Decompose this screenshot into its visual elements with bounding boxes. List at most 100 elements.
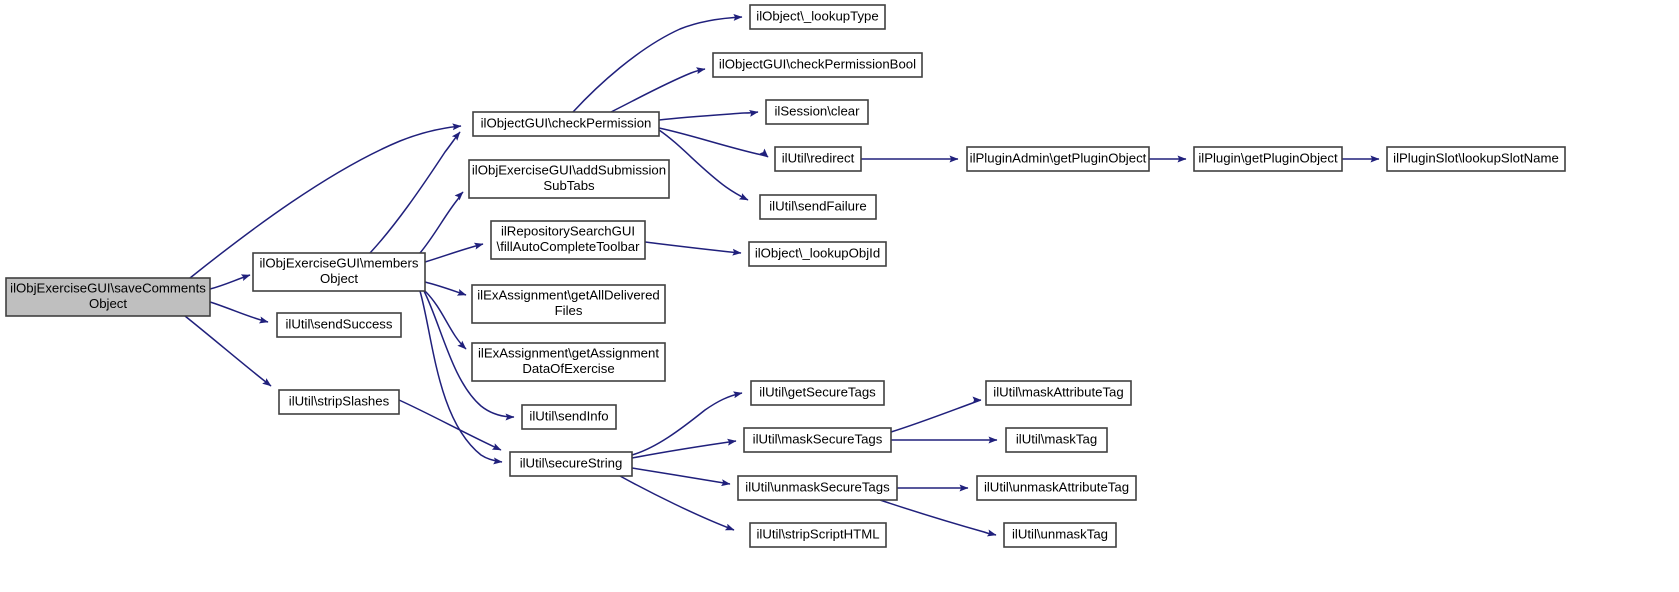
graph-node-ilutil-stripslashes[interactable]: ilUtil\stripSlashes (278, 389, 400, 415)
call-edge-n4-to-n15 (658, 129, 749, 201)
graph-node-ilobject-_lookuptype[interactable]: ilObject\_lookupType (749, 4, 886, 30)
node-box[interactable] (759, 194, 877, 220)
node-box[interactable] (1386, 146, 1566, 172)
node-box[interactable] (774, 146, 862, 172)
node-box[interactable] (765, 99, 869, 125)
node-box[interactable] (743, 427, 892, 453)
node-label-line: ilRepositorySearchGUI (501, 224, 635, 239)
graph-node-ilpluginadmin-getpluginobject[interactable]: ilPluginAdmin\getPluginObject (966, 146, 1150, 172)
call-edge-n22-to-n27 (879, 499, 997, 537)
node-box[interactable] (749, 522, 887, 548)
graph-node-ilpluginslot-lookupslotname[interactable]: ilPluginSlot\lookupSlotName (1386, 146, 1566, 172)
call-edge-n3-to-n10 (398, 399, 502, 451)
graph-node-ilutil-unmasksecuretags[interactable]: ilUtil\unmaskSecureTags (737, 475, 898, 501)
call-edge-n1-to-n8 (424, 290, 467, 350)
node-label-line: ilUtil\unmaskAttributeTag (984, 479, 1129, 494)
node-label-line: Object (320, 271, 358, 286)
node-box[interactable] (471, 284, 666, 324)
graph-node-ilutil-sendfailure[interactable]: ilUtil\sendFailure (759, 194, 877, 220)
node-box[interactable] (1003, 522, 1117, 548)
node-label-line: ilUtil\maskTag (1016, 431, 1097, 446)
graph-node-ilutil-unmaskattributetag[interactable]: ilUtil\unmaskAttributeTag (976, 475, 1137, 501)
node-label-line: ilExAssignment\getAllDelivered (477, 288, 660, 303)
node-label-line: ilObjExerciseGUI\saveComments (10, 281, 206, 296)
node-label-line: ilExAssignment\getAssignment (478, 346, 659, 361)
call-edge-n4-to-n12 (610, 67, 706, 113)
call-edge-n0-to-n4 (189, 123, 462, 279)
node-label-line: ilObjExerciseGUI\addSubmission (472, 163, 666, 178)
node-box[interactable] (966, 146, 1150, 172)
call-edge-n1-to-n6 (424, 242, 484, 263)
graph-node-ilutil-masksecuretags[interactable]: ilUtil\maskSecureTags (743, 427, 892, 453)
graph-node-ilrepositorysearchgui-fillautocompletetoolbar[interactable]: ilRepositorySearchGUI\fillAutoCompleteTo… (490, 220, 646, 260)
node-label-line: ilObject\_lookupType (756, 8, 878, 23)
node-label-line: SubTabs (543, 178, 595, 193)
node-label-line: ilUtil\maskAttributeTag (993, 384, 1123, 399)
node-label-line: ilObjectGUI\checkPermission (481, 115, 652, 130)
node-box[interactable] (976, 475, 1137, 501)
graph-node-ilsession-clear[interactable]: ilSession\clear (765, 99, 869, 125)
node-box[interactable] (985, 380, 1132, 406)
node-box[interactable] (1193, 146, 1343, 172)
graph-node-ilobject-_lookupobjid[interactable]: ilObject\_lookupObjId (748, 241, 887, 267)
graph-node-ilobjectgui-checkpermission[interactable]: ilObjectGUI\checkPermission (472, 111, 660, 137)
node-label-line: ilUtil\unmaskSecureTags (745, 479, 890, 494)
node-box[interactable] (748, 241, 887, 267)
node-box[interactable] (509, 451, 633, 477)
node-label-line: \fillAutoCompleteToolbar (497, 239, 641, 254)
graph-node-ilutil-masktag[interactable]: ilUtil\maskTag (1005, 427, 1108, 453)
call-edge-n1-to-n10 (419, 290, 503, 465)
call-edge-n4-to-n14 (658, 127, 769, 158)
node-box[interactable] (276, 312, 402, 338)
node-label-line: ilPluginAdmin\getPluginObject (970, 150, 1147, 165)
node-box[interactable] (490, 220, 646, 260)
node-box[interactable] (471, 342, 666, 382)
graph-node-ilutil-unmasktag[interactable]: ilUtil\unmaskTag (1003, 522, 1117, 548)
node-label-line: Object (89, 296, 127, 311)
node-label-line: ilObject\_lookupObjId (755, 245, 880, 260)
node-label-line: ilObjExerciseGUI\members (259, 256, 418, 271)
node-box[interactable] (278, 389, 400, 415)
node-box[interactable] (468, 159, 670, 199)
node-box[interactable] (737, 475, 898, 501)
node-box[interactable] (521, 404, 617, 430)
call-edge-n1-to-n9 (423, 290, 515, 421)
node-layer: ilObjExerciseGUI\saveCommentsObjectilObj… (5, 4, 1566, 548)
call-edge-n4-to-n11 (572, 13, 743, 113)
node-label-line: ilPluginSlot\lookupSlotName (1393, 150, 1559, 165)
node-box[interactable] (712, 52, 923, 78)
node-label-line: ilUtil\maskSecureTags (753, 431, 883, 446)
node-box[interactable] (1005, 427, 1108, 453)
graph-node-ilutil-securestring[interactable]: ilUtil\secureString (509, 451, 633, 477)
graph-node-ilutil-sendinfo[interactable]: ilUtil\sendInfo (521, 404, 617, 430)
node-box[interactable] (252, 252, 426, 292)
call-edge-n0-to-n3 (184, 315, 272, 387)
graph-node-ilobjectgui-checkpermissionbool[interactable]: ilObjectGUI\checkPermissionBool (712, 52, 923, 78)
graph-node-ilutil-stripscripthtml[interactable]: ilUtil\stripScriptHTML (749, 522, 887, 548)
node-box[interactable] (472, 111, 660, 137)
node-label-line: ilObjectGUI\checkPermissionBool (719, 56, 916, 71)
graph-node-ilexassignment-getassignment-dataofexercise[interactable]: ilExAssignment\getAssignmentDataOfExerci… (471, 342, 666, 382)
graph-node-ilplugin-getpluginobject[interactable]: ilPlugin\getPluginObject (1193, 146, 1343, 172)
node-label-line: ilUtil\redirect (782, 150, 855, 165)
node-box[interactable] (750, 380, 885, 406)
graph-node-ilutil-redirect[interactable]: ilUtil\redirect (774, 146, 862, 172)
call-edge-n10-to-n21 (631, 438, 737, 459)
node-label-line: Files (555, 303, 583, 318)
node-box[interactable] (5, 277, 211, 317)
graph-node-ilutil-sendsuccess[interactable]: ilUtil\sendSuccess (276, 312, 402, 338)
graph-node-ilutil-maskattributetag[interactable]: ilUtil\maskAttributeTag (985, 380, 1132, 406)
edge-layer (184, 13, 1380, 537)
call-edge-n21-to-n24 (890, 396, 982, 433)
node-box[interactable] (749, 4, 886, 30)
node-label-line: ilUtil\sendSuccess (285, 316, 392, 331)
call-edge-n10-to-n22 (631, 467, 731, 487)
node-label-line: ilUtil\getSecureTags (759, 384, 876, 399)
call-edge-n10-to-n20 (631, 391, 743, 456)
graph-node-ilutil-getsecuretags[interactable]: ilUtil\getSecureTags (750, 380, 885, 406)
